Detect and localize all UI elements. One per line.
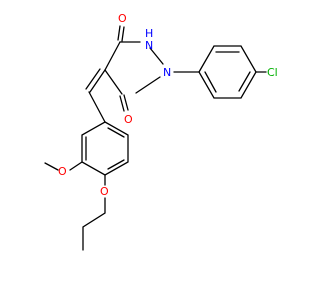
atom-o-methoxy: O <box>58 165 67 178</box>
bond-n1-c5 <box>135 76 161 94</box>
bonds <box>44 25 267 251</box>
bond-c3-o-b <box>121 26 125 42</box>
atom-cl: Cl <box>267 66 278 79</box>
structure-canvas: O N H N O Cl O O <box>44 12 278 251</box>
bond-n2-n1 <box>149 47 164 65</box>
bond-chlorophenyl-inner-3 <box>204 71 217 93</box>
atom-o-top: O <box>118 12 127 25</box>
bond-c4-ch-b <box>85 68 101 90</box>
atom-o-bottom: O <box>124 113 133 126</box>
bond-c4-ch-a <box>89 69 106 93</box>
bond-c5-o-a <box>123 94 129 111</box>
bond-c5-o-b <box>119 95 125 112</box>
molecule-diagram: O N H N O Cl O O <box>44 12 278 251</box>
bond-ethyl-chain <box>82 197 106 251</box>
atom-labels: O N H N O Cl O O <box>58 12 278 198</box>
atom-nh-n: N <box>145 39 153 52</box>
bond-aryl-o-methoxy <box>69 161 83 171</box>
bond-benzene-ring <box>81 121 129 176</box>
bond-c3-c4 <box>104 41 121 71</box>
bond-c4-c5 <box>104 69 123 95</box>
bond-chlorophenyl-ring <box>198 45 257 99</box>
bond-c3-o-a <box>117 25 121 41</box>
bond-benzene-inner-2 <box>107 159 125 170</box>
bond-ch-aryl <box>88 91 106 123</box>
bond-chlorophenyl-inner-2 <box>238 71 251 92</box>
bond-benzene-inner-1 <box>107 127 125 138</box>
atom-nh-h: H <box>145 27 153 40</box>
atom-n1: N <box>163 66 171 79</box>
bond-o-methyl <box>44 162 59 171</box>
atom-o-ethoxy: O <box>100 185 109 198</box>
